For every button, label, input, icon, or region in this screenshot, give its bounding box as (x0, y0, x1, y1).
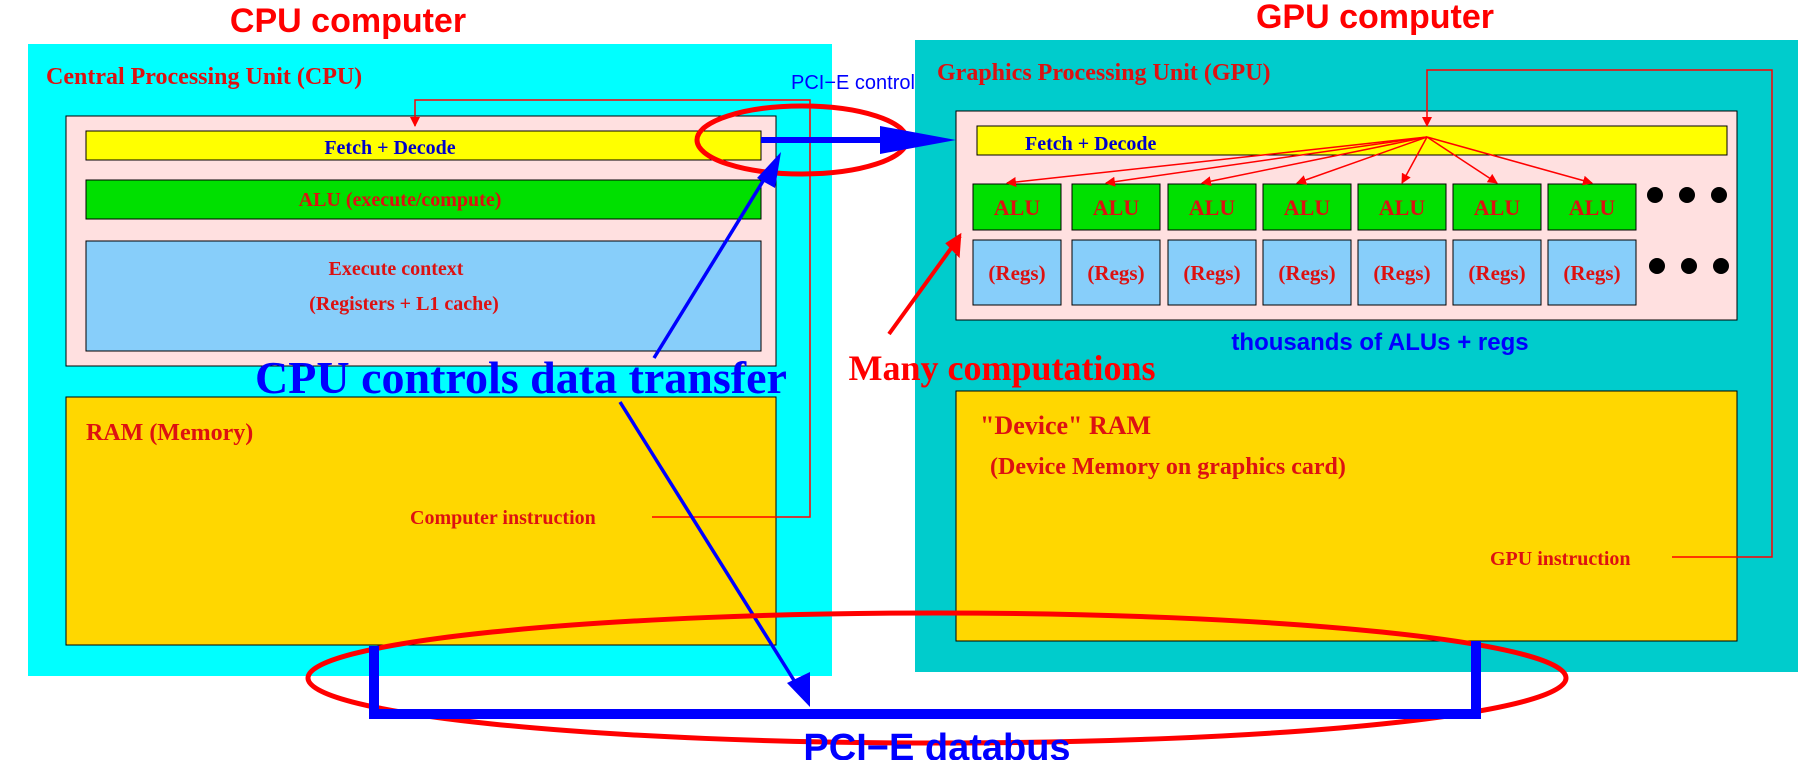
gpu-regs-box (972, 239, 1062, 306)
fetch-to-alu-arrows (1006, 136, 1593, 187)
more-regs-dots (1649, 258, 1729, 274)
pcie-control-label: PCI−E control (791, 72, 915, 94)
gpu-regs-box (1547, 239, 1637, 306)
cpu-control-arrow-up (652, 172, 770, 359)
cpu-instruction-line (410, 99, 811, 518)
gpu-regs-box (1357, 239, 1447, 306)
pcie-databus-label: PCI−E databus (803, 727, 1070, 760)
gpu-cores: ALU (Regs) ALU (Regs) ALU (Regs) ALU (Regs) ALU (… (972, 183, 1637, 306)
pcie-databus-ellipse (305, 610, 1569, 746)
cpu-unit-title: Central Processing Unit (CPU) (46, 64, 362, 90)
gpu-regs-label: (Regs) (988, 261, 1045, 285)
cpu-fetch-decode-box (85, 130, 762, 161)
fetch-to-alu-arrow (1201, 136, 1428, 187)
gpu-alu-label: ALU (1093, 195, 1140, 220)
cpu-control-arrow-down (618, 401, 802, 691)
cpu-ram-box (65, 396, 777, 646)
many-computations-label: Many computations (848, 348, 1155, 388)
gpu-regs-box (1167, 239, 1257, 306)
fetch-to-alu-arrow (1426, 136, 1498, 184)
fetch-to-alu-arrow (1006, 136, 1428, 187)
gpu-alu-label: ALU (1474, 195, 1521, 220)
fetch-to-alu-arrow (1105, 136, 1428, 187)
gpu-alu-label: ALU (1284, 195, 1331, 220)
gpu-alu-box (1262, 183, 1352, 231)
cpu-alu-label: ALU (execute/compute) (299, 189, 502, 211)
many-computations-arrowhead (945, 232, 962, 259)
gpu-regs-label: (Regs) (1563, 261, 1620, 285)
gpu-regs-label: (Regs) (1183, 261, 1240, 285)
cpu-controls-transfer-label: CPU controls data transfer (255, 352, 787, 403)
gpu-regs-box (1071, 239, 1161, 306)
cpu-computer-heading: CPU computer (230, 2, 466, 40)
gpu-instruction-line (1422, 69, 1773, 558)
cpu-instruction-label: Computer instruction (410, 507, 596, 529)
gpu-alu-box (972, 183, 1062, 231)
gpu-unit-title: Graphics Processing Unit (GPU) (937, 60, 1271, 86)
pcie-databus-line (369, 641, 1481, 719)
gpu-alu-box (1167, 183, 1257, 231)
pcie-control-arrowhead (880, 126, 956, 154)
fetch-to-alu-arrow (1401, 136, 1428, 184)
gpu-regs-box (1262, 239, 1352, 306)
gpu-fetch-decode-box (976, 125, 1728, 156)
many-computations-arrow (887, 234, 962, 336)
gpu-device-ram-box (955, 390, 1738, 642)
gpu-regs-box (1452, 239, 1542, 306)
gpu-regs-label: (Regs) (1468, 261, 1525, 285)
fetch-to-alu-arrow (1426, 136, 1593, 186)
gpu-alu-label: ALU (1569, 195, 1616, 220)
cpu-context-line2: (Registers + L1 cache) (309, 293, 499, 315)
gpu-alu-label: ALU (1189, 195, 1236, 220)
gpu-regs-label: (Regs) (1278, 261, 1335, 285)
gpu-alu-box (1547, 183, 1637, 231)
fetch-to-alu-arrow (1296, 136, 1428, 185)
cpu-context-box (85, 240, 762, 352)
gpu-regs-label: (Regs) (1087, 261, 1144, 285)
cpu-context-line1: Execute context (329, 258, 464, 280)
gpu-alu-box (1357, 183, 1447, 231)
gpu-computer-heading: GPU computer (1256, 0, 1494, 36)
gpu-regs-label: (Regs) (1373, 261, 1430, 285)
gpu-device-ram-line2: (Device Memory on graphics card) (990, 454, 1346, 480)
cpu-alu-box (85, 179, 762, 220)
gpu-thousands-label: thousands of ALUs + regs (1231, 329, 1528, 356)
gpu-alu-box (1071, 183, 1161, 231)
gpu-alu-label: ALU (994, 195, 1041, 220)
cpu-ram-label: RAM (Memory) (86, 420, 253, 446)
cpu-fetch-decode-label: Fetch + Decode (324, 137, 455, 159)
gpu-fetch-decode-label: Fetch + Decode (1025, 133, 1156, 155)
more-alus-dots (1647, 187, 1727, 203)
gpu-alu-label: ALU (1379, 195, 1426, 220)
cpu-control-arrow-up-head (757, 152, 781, 188)
gpu-device-ram-line1: "Device" RAM (980, 411, 1151, 440)
gpu-alu-box (1452, 183, 1542, 231)
gpu-instruction-label: GPU instruction (1490, 548, 1631, 570)
cpu-control-arrow-down-head (787, 672, 810, 707)
